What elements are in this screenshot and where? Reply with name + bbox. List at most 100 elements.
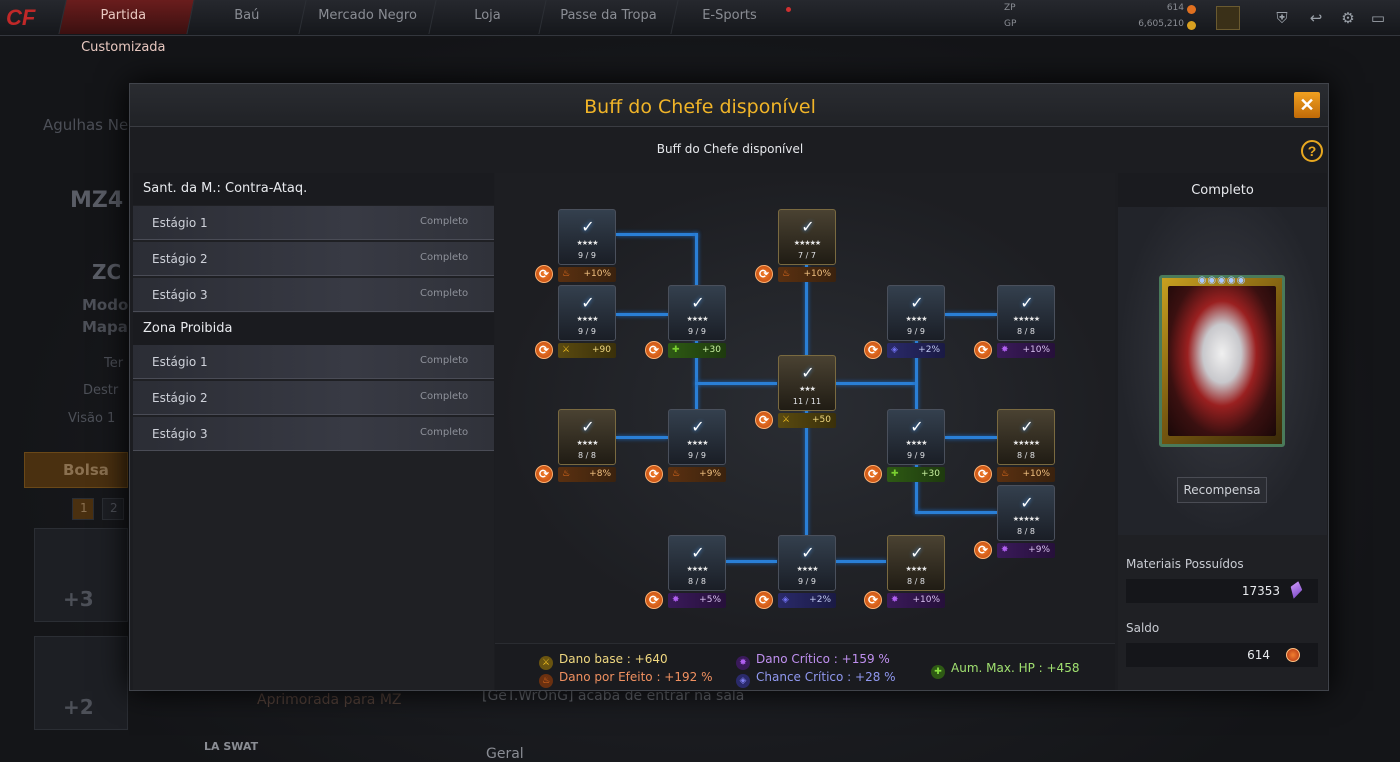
tree-link [834, 382, 916, 385]
reward-character-card[interactable]: ◉◉◉◉◉ [1159, 275, 1285, 447]
buff-node[interactable]: ✓★★★★9 / 9 [778, 535, 836, 591]
node-count: 11 / 11 [792, 397, 822, 406]
bg-destr: Destr [83, 383, 119, 398]
buff-node[interactable]: ✓★★★★8 / 8 [558, 409, 616, 465]
rank-badge-icon[interactable] [1216, 6, 1240, 30]
hp-icon: ✚ [891, 469, 899, 479]
bg-item-slot-2[interactable]: +2 [34, 636, 128, 730]
upgrade-icon[interactable]: ⟳ [755, 411, 773, 429]
node-stars: ★★★★ [686, 315, 708, 323]
upgrade-icon[interactable]: ⟳ [974, 541, 992, 559]
tab-loja[interactable]: Loja [428, 0, 546, 34]
buff-badge: ◈+2% [778, 593, 836, 608]
buff-node[interactable]: ✓★★★★9 / 9 [668, 409, 726, 465]
upgrade-icon[interactable]: ⟳ [535, 341, 553, 359]
buff-value: +30 [702, 345, 721, 355]
buff-node[interactable]: ✓★★★★9 / 9 [558, 285, 616, 341]
upgrade-icon[interactable]: ⟳ [864, 591, 882, 609]
buff-badge: ✸+10% [887, 593, 945, 608]
tab-bau[interactable]: Baú [186, 0, 306, 34]
buff-node[interactable]: ✓★★★★★8 / 8 [997, 409, 1055, 465]
upgrade-icon[interactable]: ⟳ [755, 265, 773, 283]
close-button[interactable]: ✕ [1294, 92, 1320, 118]
tab-esports[interactable]: E-Sports [670, 0, 788, 34]
tree-link [616, 436, 668, 439]
shield-icon[interactable]: ⛨ [1276, 9, 1288, 27]
buff-value: +10% [1022, 345, 1050, 355]
bg-page-1[interactable]: 1 [72, 498, 94, 520]
buff-node[interactable]: ✓★★★★8 / 8 [887, 535, 945, 591]
buff-node[interactable]: ✓★★★11 / 11 [778, 355, 836, 411]
stage-status: Completo [420, 355, 469, 366]
upgrade-icon[interactable]: ⟳ [974, 341, 992, 359]
bg-page-1-label: 1 [80, 501, 88, 515]
buff-node[interactable]: ✓★★★★8 / 8 [668, 535, 726, 591]
buff-node[interactable]: ✓★★★★9 / 9 [887, 409, 945, 465]
hp-icon: ✚ [672, 345, 680, 355]
zp-label: ZP [1004, 3, 1016, 13]
bg-bolsa-tab[interactable]: Bolsa [24, 452, 128, 488]
tree-link [616, 313, 668, 316]
bg-mode-name: Agulhas Ne [43, 116, 129, 134]
chance-icon: ◈ [782, 595, 789, 605]
buff-node[interactable]: ✓★★★★★8 / 8 [997, 285, 1055, 341]
buff-badge: ✸+5% [668, 593, 726, 608]
buff-value: +50 [812, 415, 831, 425]
check-icon: ✓ [910, 543, 924, 562]
buff-badge: ♨+10% [778, 267, 836, 282]
tab-passe-da-tropa[interactable]: Passe da Tropa [538, 0, 678, 34]
reward-button[interactable]: Recompensa [1177, 477, 1267, 503]
fire-icon: ♨ [562, 269, 571, 279]
node-stars: ★★★★ [686, 439, 708, 447]
buff-value: +9% [699, 469, 721, 479]
exit-icon[interactable]: ↩ [1309, 9, 1323, 27]
crit-icon: ✸ [1001, 345, 1009, 355]
upgrade-icon[interactable]: ⟳ [864, 465, 882, 483]
node-count: 7 / 7 [798, 251, 816, 260]
upgrade-icon[interactable]: ⟳ [645, 465, 663, 483]
buff-value: +10% [912, 595, 940, 605]
sword-icon: ⚔ [539, 656, 553, 670]
node-stars: ★★★ [799, 385, 816, 393]
upgrade-icon[interactable]: ⟳ [535, 265, 553, 283]
upgrade-icon[interactable]: ⟳ [645, 591, 663, 609]
modal-title: Buff do Chefe disponível [584, 96, 816, 118]
tab-mercado-negro[interactable]: Mercado Negro [298, 0, 436, 34]
help-icon[interactable]: ? [1301, 140, 1323, 162]
tree-link [945, 313, 997, 316]
buff-value: +8% [589, 469, 611, 479]
bg-page-2[interactable]: 2 [102, 498, 124, 520]
buff-node[interactable]: ✓★★★★★8 / 8 [997, 485, 1055, 541]
buff-value: +10% [803, 269, 831, 279]
bg-chat-tab-geral[interactable]: Geral [486, 746, 524, 762]
upgrade-icon[interactable]: ⟳ [974, 465, 992, 483]
tree-link [725, 560, 777, 563]
node-count: 8 / 8 [578, 451, 596, 460]
gear-icon[interactable]: ⚙ [1341, 9, 1355, 27]
bg-page-2-label: 2 [110, 501, 118, 515]
reward-panel: Completo ◉◉◉◉◉ Recompensa Materiais Poss… [1118, 173, 1327, 690]
upgrade-icon[interactable]: ⟳ [755, 591, 773, 609]
zp-coin-icon [1187, 5, 1196, 14]
buff-node[interactable]: ✓★★★★★7 / 7 [778, 209, 836, 265]
tab-partida-customizada[interactable]: Partida Customizada [58, 0, 194, 55]
upgrade-icon[interactable]: ⟳ [645, 341, 663, 359]
upgrade-icon[interactable]: ⟳ [864, 341, 882, 359]
buff-value: +90 [592, 345, 611, 355]
node-stars: ★★★★ [576, 239, 598, 247]
buff-node[interactable]: ✓★★★★9 / 9 [668, 285, 726, 341]
bg-item-slot-1[interactable]: +3 [34, 528, 128, 622]
buff-node[interactable]: ✓★★★★9 / 9 [558, 209, 616, 265]
buff-node[interactable]: ✓★★★★9 / 9 [887, 285, 945, 341]
node-count: 9 / 9 [907, 327, 925, 336]
upgrade-icon[interactable]: ⟳ [535, 465, 553, 483]
minimize-icon[interactable]: ▭ [1370, 9, 1386, 27]
node-stars: ★★★★★ [793, 239, 821, 247]
